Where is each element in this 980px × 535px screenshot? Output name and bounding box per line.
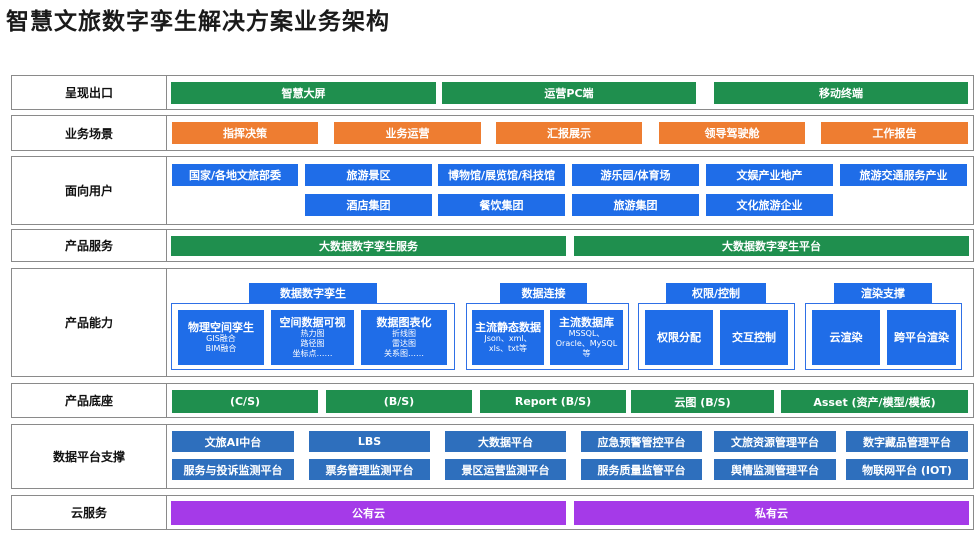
capability-sub: Json、xml、 (484, 334, 532, 343)
output-large-screen: 智慧大屏 (171, 82, 436, 104)
capability-title: 主流静态数据 (475, 321, 541, 334)
capability-sub: MSSQL、 (568, 329, 605, 338)
user-item: 博物馆/展览馆/科技馆 (438, 164, 565, 186)
capability-title: 交互控制 (732, 331, 776, 344)
capability-group-render (805, 303, 962, 370)
capability-sub: 热力图 (300, 329, 325, 338)
capability-sub: 路径图 (300, 339, 325, 348)
row-label: 面向用户 (12, 157, 167, 224)
user-item: 酒店集团 (305, 194, 432, 216)
scene-item: 领导驾驶舱 (659, 122, 805, 144)
row-users: 面向用户 国家/各地文旅部委 旅游景区 博物馆/展览馆/科技馆 游乐园/体育场 … (11, 156, 974, 225)
capability-sub: 关系图…… (384, 349, 424, 358)
user-item: 旅游景区 (305, 164, 432, 186)
capability-title: 主流数据库 (559, 316, 614, 329)
capability-sub: 折线图 (392, 329, 416, 338)
platform-item: 数字藏品管理平台 (846, 431, 968, 452)
row-capability: 产品能力 数据数字孪生 物理空间孪生 GIS融合 BIM融合 空间数据可视 热力… (11, 268, 974, 377)
platform-item: LBS (309, 431, 430, 452)
platform-item: 物联网平台 (IOT) (846, 459, 968, 480)
base-item: Report (B/S) (480, 390, 626, 413)
group-title: 权限/控制 (666, 283, 766, 303)
platform-item: 大数据平台 (445, 431, 566, 452)
platform-item: 舆情监测管理平台 (714, 459, 836, 480)
capability-title: 权限分配 (657, 331, 701, 344)
capability-title: 数据图表化 (376, 316, 432, 329)
user-item: 餐饮集团 (438, 194, 565, 216)
user-item: 文化旅游企业 (706, 194, 833, 216)
platform-item: 应急预警管控平台 (581, 431, 702, 452)
product-service-item: 大数据数字孪生平台 (574, 236, 969, 256)
row-label: 业务场景 (12, 116, 167, 150)
product-service-item: 大数据数字孪生服务 (171, 236, 566, 256)
capability-database: 主流数据库 MSSQL、 Oracle、MySQL 等 (550, 310, 623, 365)
row-label: 数据平台支撑 (12, 425, 167, 488)
platform-item: 景区运营监测平台 (445, 459, 566, 480)
capability-title: 跨平台渲染 (894, 331, 949, 344)
group-title: 数据数字孪生 (249, 283, 377, 303)
capability-sub: 等 (582, 349, 591, 358)
group-title: 渲染支撑 (834, 283, 932, 303)
output-mobile: 移动终端 (714, 82, 968, 104)
scene-item: 工作报告 (821, 122, 968, 144)
row-product-service: 产品服务 大数据数字孪生服务 大数据数字孪生平台 (11, 229, 974, 262)
user-item: 游乐园/体育场 (572, 164, 699, 186)
capability-title: 空间数据可视 (279, 316, 346, 329)
platform-item: 票务管理监测平台 (309, 459, 430, 480)
row-cloud: 云服务 公有云 私有云 (11, 495, 974, 530)
cloud-public: 公有云 (171, 501, 566, 525)
platform-item: 服务质量监管平台 (581, 459, 702, 480)
output-pc: 运营PC端 (442, 82, 696, 104)
capability-title: 物理空间孪生 (188, 321, 254, 334)
row-output: 呈现出口 智慧大屏 运营PC端 移动终端 (11, 75, 974, 110)
capability-cloud-render: 云渲染 (812, 310, 880, 365)
platform-item: 文旅资源管理平台 (714, 431, 836, 452)
scene-item: 指挥决策 (172, 122, 318, 144)
scene-item: 业务运营 (334, 122, 481, 144)
scene-item: 汇报展示 (496, 122, 642, 144)
page-title: 智慧文旅数字孪生解决方案业务架构 (6, 9, 390, 35)
capability-permission-assign: 权限分配 (645, 310, 713, 365)
user-item: 文娱产业地产 (706, 164, 833, 186)
capability-cross-platform-render: 跨平台渲染 (887, 310, 956, 365)
capability-sub: GIS融合 (206, 334, 236, 343)
user-item: 国家/各地文旅部委 (172, 164, 298, 186)
capability-sub: 雷达图 (392, 339, 416, 348)
capability-group-digital-twin (171, 303, 455, 370)
row-label: 呈现出口 (12, 76, 167, 109)
row-label: 产品服务 (12, 230, 167, 261)
user-item: 旅游集团 (572, 194, 699, 216)
capability-sub: Oracle、MySQL (555, 339, 618, 348)
platform-item: 服务与投诉监测平台 (172, 459, 294, 480)
base-item: (C/S) (172, 390, 318, 413)
capability-sub: xls、txt等 (488, 344, 528, 353)
platform-item: 文旅AI中台 (172, 431, 294, 452)
capability-static-data: 主流静态数据 Json、xml、 xls、txt等 (472, 310, 544, 365)
user-item: 旅游交通服务产业 (840, 164, 967, 186)
capability-charts: 数据图表化 折线图 雷达图 关系图…… (361, 310, 447, 365)
row-label: 产品底座 (12, 384, 167, 417)
capability-interaction: 交互控制 (720, 310, 788, 365)
capability-title: 云渲染 (829, 331, 863, 344)
capability-group-permission (638, 303, 795, 370)
capability-group-data-connect (466, 303, 629, 370)
row-base: 产品底座 (C/S) (B/S) Report (B/S) 云图 (B/S) A… (11, 383, 974, 418)
row-label: 云服务 (12, 496, 167, 529)
capability-sub: 坐标点…… (292, 349, 333, 358)
capability-physical-twin: 物理空间孪生 GIS融合 BIM融合 (178, 310, 264, 365)
base-item: (B/S) (326, 390, 472, 413)
base-item: 云图 (B/S) (631, 390, 774, 413)
row-label: 产品能力 (12, 269, 167, 376)
row-scenes: 业务场景 指挥决策 业务运营 汇报展示 领导驾驶舱 工作报告 (11, 115, 974, 151)
cloud-private: 私有云 (574, 501, 969, 525)
capability-spatial-visual: 空间数据可视 热力图 路径图 坐标点…… (271, 310, 354, 365)
base-item: Asset (资产/模型/模板) (781, 390, 968, 413)
capability-sub: BIM融合 (205, 344, 237, 353)
group-title: 数据连接 (500, 283, 587, 303)
row-data-platform: 数据平台支撑 文旅AI中台 LBS 大数据平台 应急预警管控平台 文旅资源管理平… (11, 424, 974, 489)
